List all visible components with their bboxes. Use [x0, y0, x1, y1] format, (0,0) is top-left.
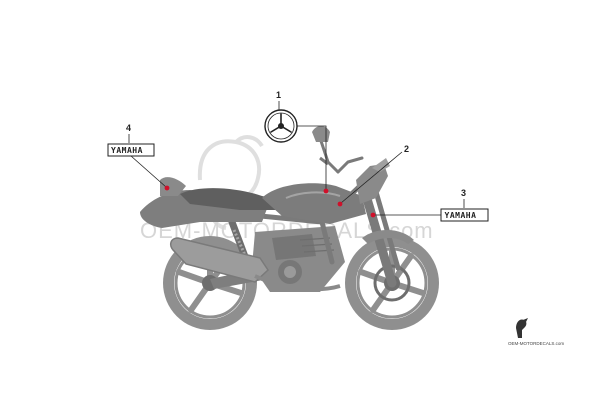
front-brake-disc [373, 264, 411, 302]
exhaust-muffler [170, 237, 269, 283]
callout-number-1: 1 [276, 90, 281, 100]
engine [252, 226, 345, 292]
bird-logo-icon [516, 318, 528, 338]
marker-1 [323, 188, 329, 194]
exhaust-pipe [254, 274, 341, 292]
motorcycle [140, 126, 439, 330]
seat [180, 188, 290, 210]
headlight-cowl [356, 164, 388, 204]
callout-4: 4 YAMAHA [107, 123, 170, 191]
footer-brand: OEM-MOTORDECALS.com [508, 318, 564, 346]
callout-number-4: 4 [126, 123, 131, 133]
mirror-stem [319, 156, 329, 166]
yamaha-decal-right-text: YAMAHA [445, 211, 477, 220]
callout-2: 2 [337, 144, 409, 207]
callout-number-3: 3 [461, 188, 466, 198]
rear-grab-rail [160, 177, 186, 196]
marker-3 [370, 212, 376, 218]
yamaha-decal-right: YAMAHA [440, 208, 489, 222]
windscreen [372, 158, 390, 172]
marker-4 [164, 185, 170, 191]
callout-1: 1 [264, 90, 329, 194]
callout-3: 3 YAMAHA [370, 188, 489, 222]
callout-number-2: 2 [404, 144, 409, 154]
front-fender [362, 229, 414, 244]
tank-highlight [285, 191, 341, 199]
yamaha-decal-left-text: YAMAHA [111, 146, 143, 155]
marker-2 [337, 201, 343, 207]
yamaha-decal-left: YAMAHA [107, 143, 155, 157]
tuning-fork-emblem-icon [264, 109, 298, 143]
footer-brand-text: OEM-MOTORDECALS.com [508, 341, 564, 346]
mirror [312, 126, 330, 142]
handlebar [318, 136, 364, 174]
fuel-tank [262, 183, 366, 224]
